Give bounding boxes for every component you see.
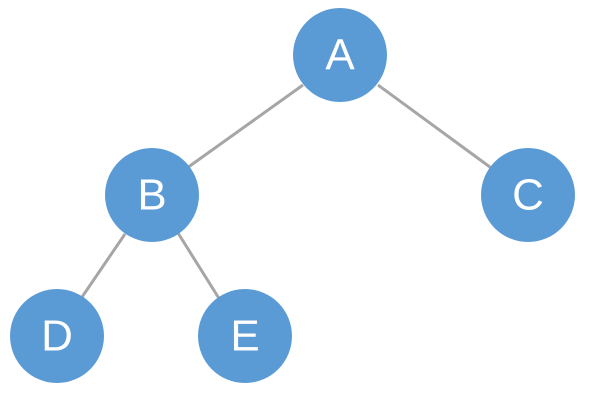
edge-b-d — [78, 233, 127, 301]
node-b: B — [105, 148, 199, 242]
node-c-label: C — [512, 171, 544, 220]
node-e-label: E — [230, 312, 259, 361]
edge-a-b — [186, 83, 304, 170]
edge-a-c — [377, 83, 495, 172]
node-d: D — [10, 289, 104, 383]
edge-b-e — [176, 232, 222, 301]
node-d-label: D — [41, 312, 73, 361]
node-e: E — [198, 289, 292, 383]
node-d-circle — [10, 289, 104, 383]
edges-layer — [78, 83, 495, 301]
node-c: C — [481, 148, 575, 242]
node-b-circle — [105, 148, 199, 242]
node-b-label: B — [137, 171, 166, 220]
node-e-circle — [198, 289, 292, 383]
node-c-circle — [481, 148, 575, 242]
node-a-label: A — [325, 31, 355, 80]
node-a-circle — [293, 8, 387, 102]
nodes-layer: A B C D E — [10, 8, 575, 383]
node-a: A — [293, 8, 387, 102]
